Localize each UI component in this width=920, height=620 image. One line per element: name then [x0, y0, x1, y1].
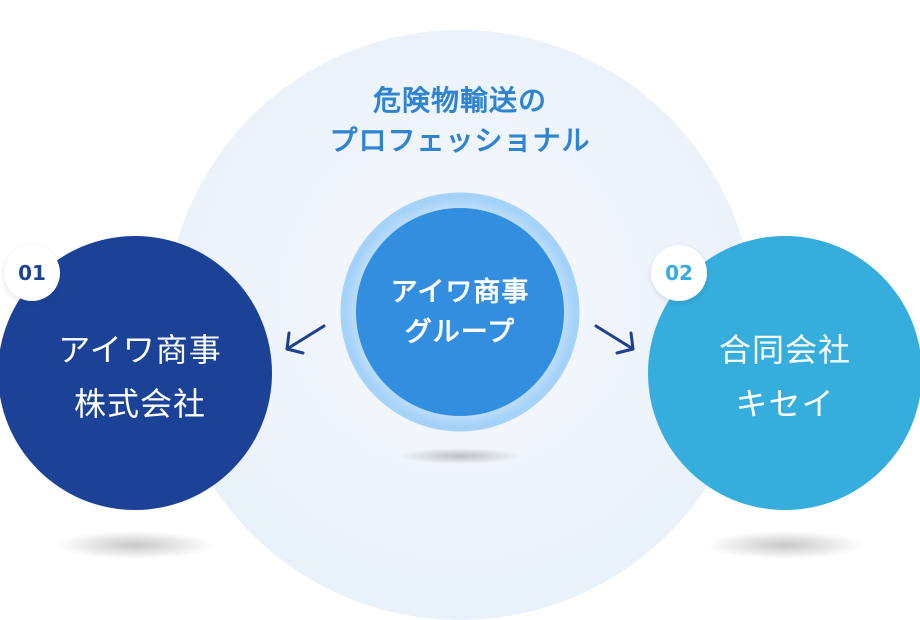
arrow-right-icon: [594, 324, 635, 355]
heading-line-2: プロフェッショナル: [329, 124, 591, 157]
left-node-label-line-1: アイワ商事: [58, 331, 222, 369]
center-node: [356, 208, 564, 416]
right-node: [648, 236, 920, 510]
left-node-badge: 01: [4, 245, 60, 301]
center-node-label-line-2: グループ: [404, 317, 516, 348]
heading-line-1: 危険物輸送の: [372, 84, 547, 117]
center-node-shadow: [400, 448, 520, 464]
left-node-label-line-2: 株式会社: [73, 385, 206, 423]
left-node: [0, 236, 272, 510]
right-node-label-line-1: 合同会社: [718, 331, 851, 369]
right-node-label-line-2: キセイ: [735, 385, 835, 423]
right-node-shadow: [707, 531, 863, 559]
right-node-badge: 02: [651, 245, 707, 301]
arrow-left-icon: [285, 324, 326, 355]
center-node-label-line-1: アイワ商事: [390, 277, 530, 308]
left-node-shadow: [57, 531, 213, 559]
